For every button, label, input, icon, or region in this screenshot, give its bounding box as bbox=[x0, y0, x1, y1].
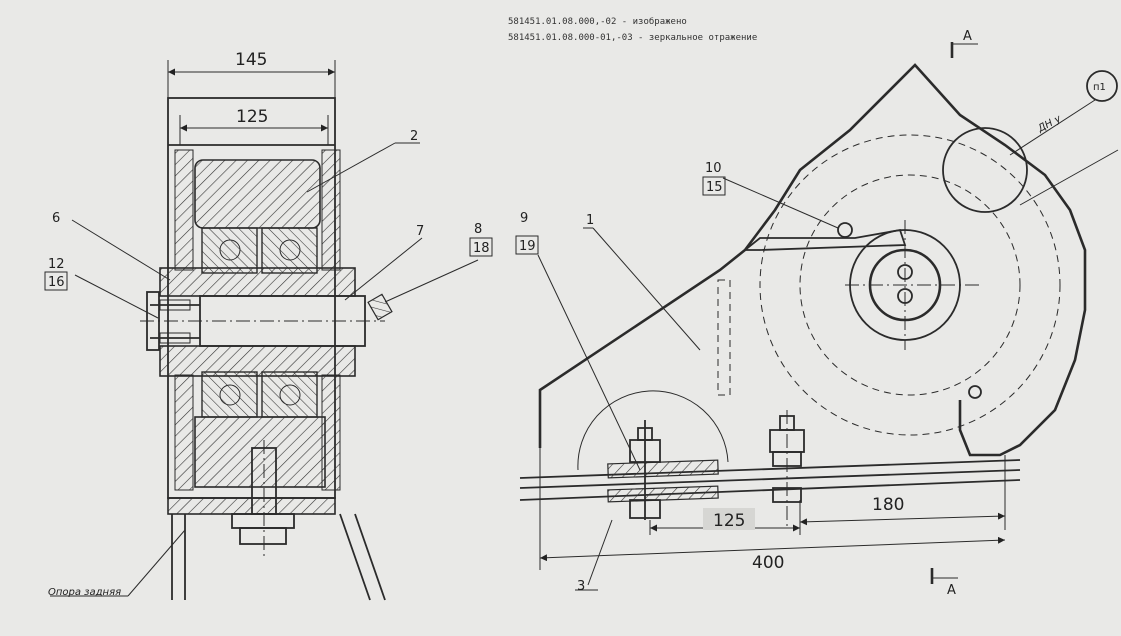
label-7: 7 bbox=[416, 224, 424, 239]
label-18: 18 bbox=[473, 241, 490, 256]
section-mark-bottom: A bbox=[947, 583, 956, 598]
dimension-125-bottom: 125 bbox=[713, 511, 745, 531]
label-15: 15 bbox=[706, 180, 723, 195]
support-label: Опора задняя bbox=[48, 587, 121, 598]
detail-callout: п1 bbox=[1093, 82, 1106, 93]
label-9: 9 bbox=[520, 211, 528, 226]
label-3: 3 bbox=[577, 579, 585, 594]
label-2: 2 bbox=[410, 129, 418, 144]
dimension-125-top: 125 bbox=[236, 107, 268, 127]
left-section-view: 145 125 bbox=[50, 50, 479, 601]
label-19: 19 bbox=[519, 239, 536, 254]
surface-note: ДН у bbox=[1035, 113, 1064, 135]
label-1: 1 bbox=[586, 213, 594, 228]
dimension-400: 400 bbox=[752, 553, 784, 573]
header-line-1: 581451.01.08.000,-02 - изображено bbox=[508, 16, 687, 27]
label-8: 8 bbox=[474, 222, 482, 237]
section-mark-top: A bbox=[963, 29, 972, 44]
dimension-145: 145 bbox=[235, 50, 267, 70]
dimension-180: 180 bbox=[872, 495, 904, 515]
label-6: 6 bbox=[52, 211, 60, 226]
label-10: 10 bbox=[705, 161, 722, 176]
right-side-view: 125 180 400 bbox=[519, 42, 1119, 591]
label-12: 12 bbox=[48, 257, 65, 272]
header-line-2: 581451.01.08.000-01,-03 - зеркальное отр… bbox=[508, 33, 757, 43]
label-16: 16 bbox=[48, 275, 65, 290]
